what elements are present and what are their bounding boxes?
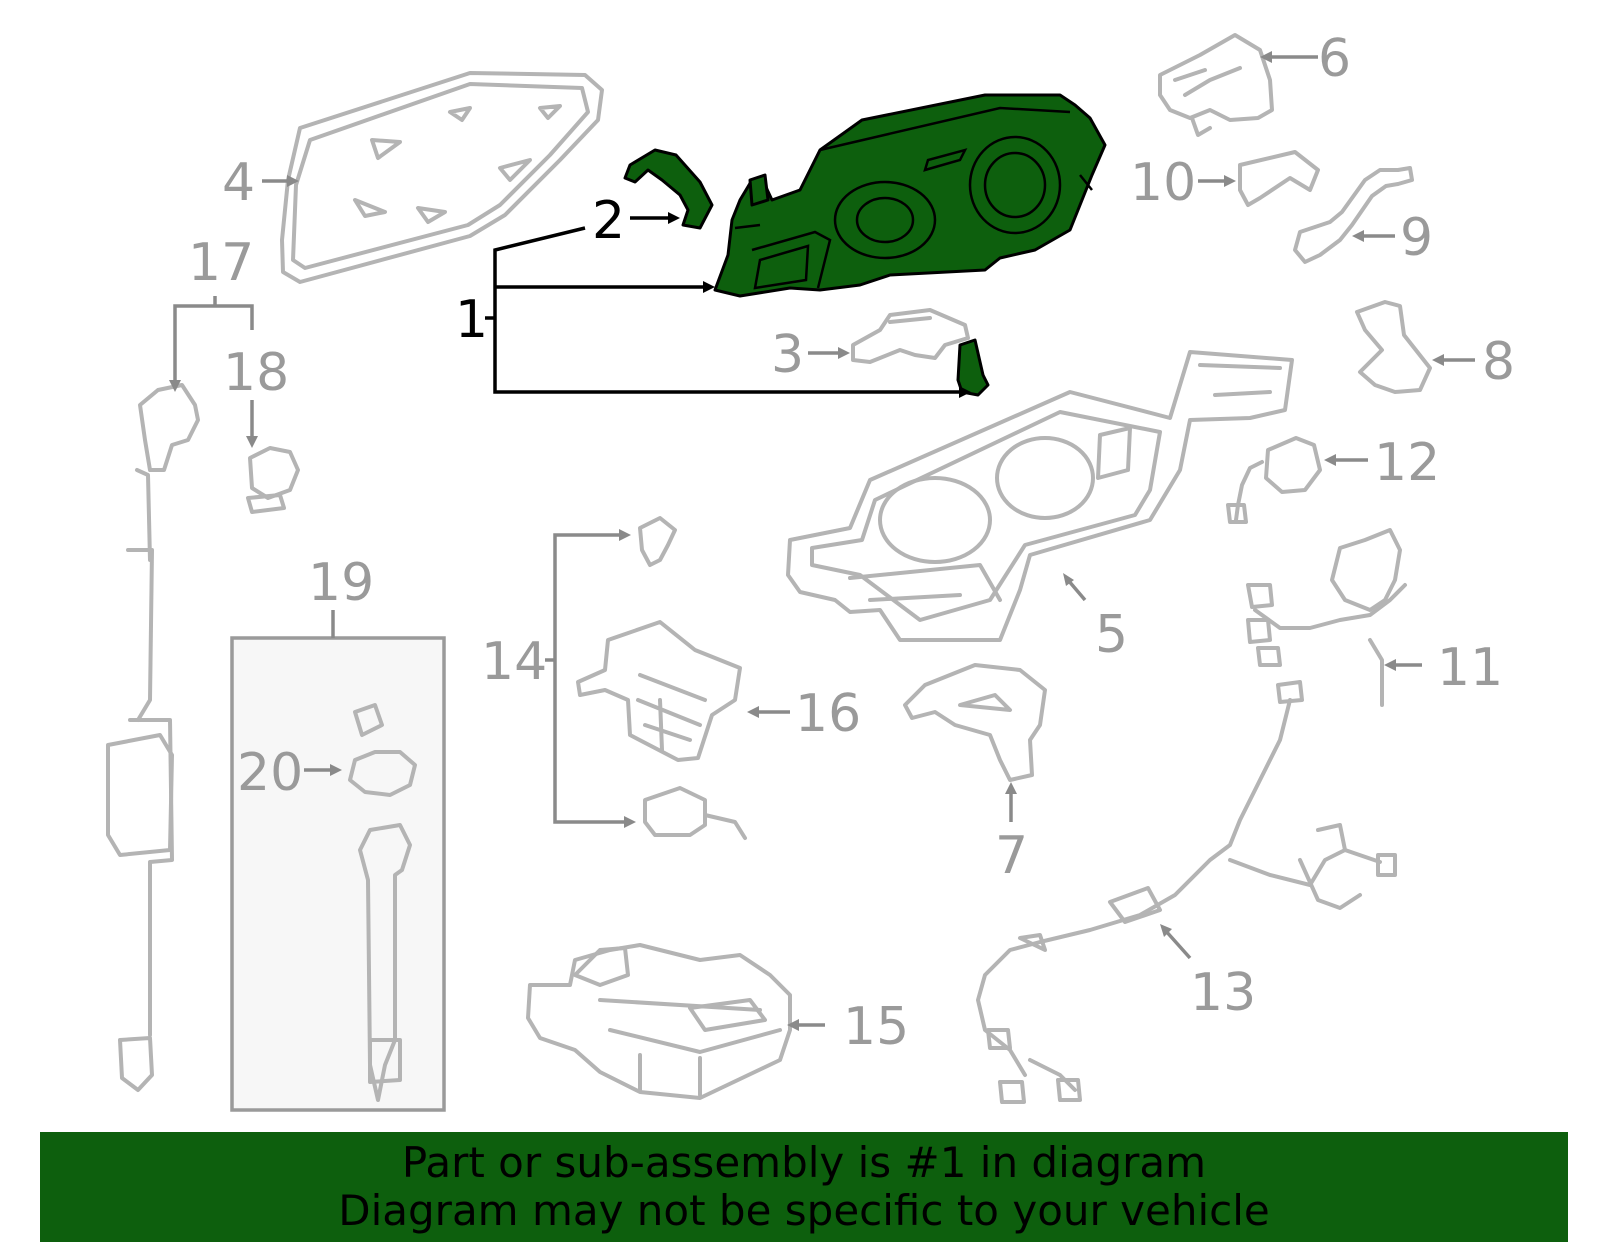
leader-lines [169, 51, 1475, 1031]
callout-12: 12 [1374, 433, 1440, 493]
callout-7: 7 [995, 826, 1028, 886]
part-4-lens[interactable] [280, 71, 604, 284]
part-14-fasteners[interactable] [638, 516, 747, 840]
callout-3: 3 [771, 325, 804, 385]
part-7-bracket[interactable] [903, 663, 1047, 782]
part-1-highlighted-headlamp[interactable] [713, 93, 1107, 397]
callout-17: 17 [188, 233, 254, 293]
callout-labels: 1 2 3 4 5 6 7 8 9 10 11 12 13 14 15 16 1… [188, 29, 1515, 1057]
callout-8: 8 [1482, 332, 1515, 392]
part-10-bracket[interactable] [1238, 150, 1320, 207]
active-leader-lines [485, 212, 971, 398]
callout-1: 1 [455, 290, 488, 350]
part-8-housing[interactable] [1355, 300, 1432, 394]
part-9-sensor[interactable] [1293, 166, 1414, 264]
callout-15: 15 [843, 997, 909, 1057]
callout-20: 20 [237, 743, 303, 803]
callout-14: 14 [481, 632, 547, 692]
part-16-bracket[interactable] [576, 620, 742, 762]
part-2-highlighted-bracket[interactable] [623, 148, 714, 230]
callout-13: 13 [1190, 963, 1256, 1023]
callout-16: 16 [795, 684, 861, 744]
part-13-harness[interactable] [976, 680, 1397, 1104]
part-15-module[interactable] [526, 943, 792, 1100]
callout-18: 18 [223, 343, 289, 403]
banner-line-1: Part or sub-assembly is #1 in diagram [401, 1138, 1207, 1187]
banner-line-2: Diagram may not be specific to your vehi… [338, 1186, 1270, 1235]
callout-11: 11 [1437, 638, 1503, 698]
callout-9: 9 [1400, 208, 1433, 268]
callout-19: 19 [308, 553, 374, 613]
callout-10: 10 [1130, 153, 1196, 213]
part-6-clip[interactable] [1158, 33, 1274, 137]
callout-2: 2 [592, 191, 625, 251]
part-18-clip[interactable] [246, 446, 300, 514]
info-banner: Part or sub-assembly is #1 in diagram Di… [40, 1132, 1568, 1242]
callout-6: 6 [1318, 29, 1351, 89]
part-17-cable[interactable] [106, 383, 200, 1092]
part-19-kit-box[interactable] [230, 636, 446, 1112]
part-11-harness[interactable] [1246, 528, 1407, 707]
callout-4: 4 [222, 153, 255, 213]
callout-5: 5 [1095, 605, 1128, 665]
part-3-bracket[interactable] [851, 308, 970, 364]
part-5-housing-bracket[interactable] [786, 350, 1294, 642]
part-12-actuator[interactable] [1226, 436, 1322, 524]
